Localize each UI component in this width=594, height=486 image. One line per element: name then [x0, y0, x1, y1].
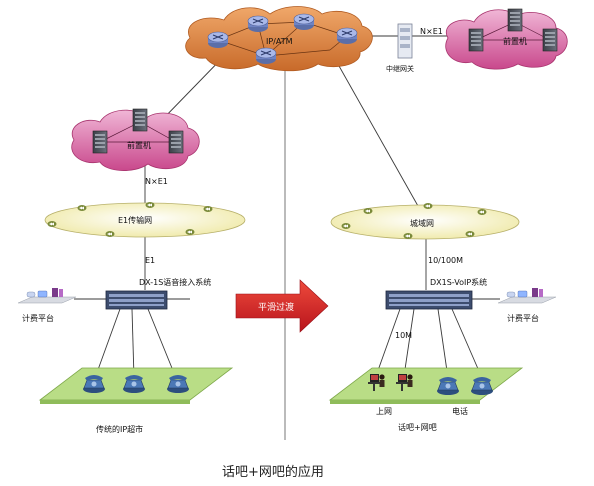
billing-right-label: 计费平台: [507, 313, 539, 323]
front-server-left-label: 前置机: [127, 140, 151, 150]
front-server-cloud-right: [445, 8, 568, 70]
nxe1-top-label: N×E1: [420, 27, 443, 36]
phone-icon: [470, 376, 494, 396]
trunk-gateway-icon: [397, 23, 413, 59]
phone-icon: [436, 376, 460, 396]
transition-arrow: [235, 279, 329, 333]
metro-network-label: 城域网: [410, 218, 434, 228]
metro-network: [330, 203, 520, 240]
dx1s-right-device: [385, 290, 473, 310]
billing-right-icon: [497, 287, 557, 304]
e1-label: E1: [145, 256, 155, 265]
billing-left-label: 计费平台: [22, 313, 54, 323]
phone-label: 电话: [452, 406, 468, 416]
core-label: IP/ATM: [266, 37, 293, 46]
link-lines: [74, 35, 500, 379]
surf-label: 上网: [376, 407, 392, 416]
phone-icon: [166, 374, 190, 394]
dx1s-left-device: [105, 290, 168, 310]
trunk-gateway-label: 中继网关: [386, 64, 414, 73]
e1-network: [44, 202, 246, 238]
combo-label: 话吧+网吧: [398, 422, 437, 432]
phone-icon: [82, 374, 106, 394]
billing-left-icon: [17, 287, 77, 304]
speed-label: 10/100M: [428, 256, 463, 265]
phone-icon: [122, 374, 146, 394]
dx1s-left-label: DX-1S语音接入系统: [139, 277, 211, 287]
diagram-caption: 话吧+网吧的应用: [222, 464, 324, 480]
dx1s-right-label: DX1S-VoIP系统: [430, 277, 487, 287]
front-server-cloud-left: [71, 108, 200, 171]
core-cloud: [185, 6, 373, 72]
transition-label: 平滑过渡: [258, 301, 294, 313]
ten-m-label: 10M: [395, 331, 412, 340]
traditional-label: 传统的IP超市: [96, 424, 143, 434]
combo-platform: [328, 367, 524, 404]
nxe1-left-label: N×E1: [145, 177, 168, 186]
e1-network-label: E1传输网: [118, 215, 152, 225]
front-server-right-label: 前置机: [503, 36, 527, 46]
